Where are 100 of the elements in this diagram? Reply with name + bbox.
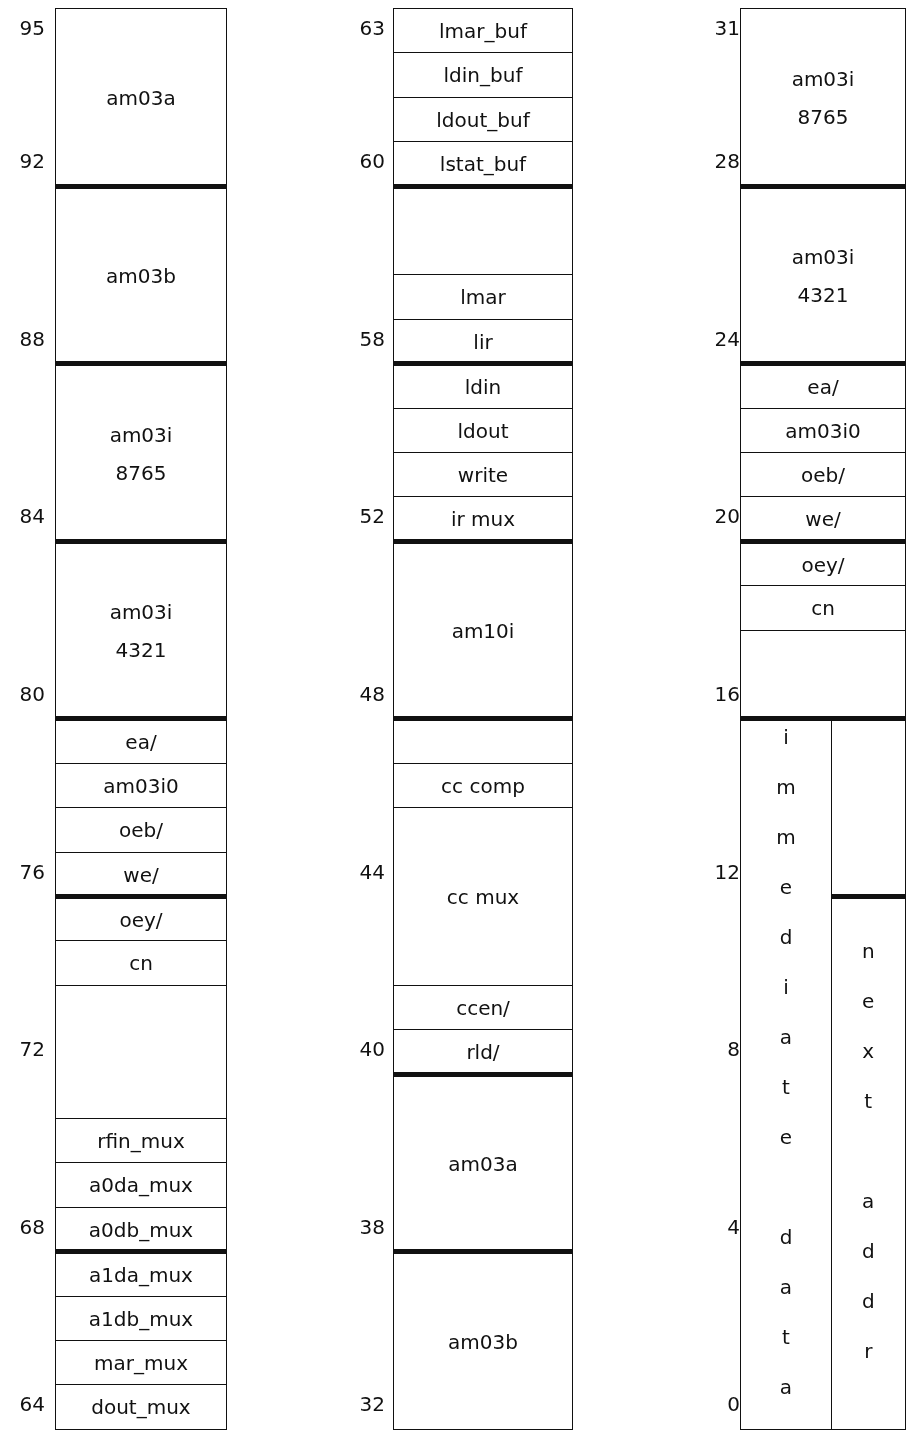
field-box	[393, 762, 573, 809]
bit-number: 68	[18, 1214, 45, 1239]
field-name: 4321	[115, 638, 167, 663]
bit-number: 40	[358, 1037, 385, 1062]
field-name: oey/	[119, 907, 163, 932]
bit-number: 31	[713, 16, 740, 40]
field-name: am03a	[448, 1152, 518, 1177]
field-name: write	[457, 462, 509, 487]
field-name: 8765	[115, 460, 167, 485]
bit-number: 63	[358, 16, 385, 40]
bit-number: 52	[358, 504, 385, 529]
field-name: a0da_mux	[89, 1173, 193, 1198]
field-name: rld/	[466, 1040, 500, 1065]
field-box	[55, 807, 227, 854]
field-name: am03b	[448, 1329, 518, 1354]
bit-number: 58	[358, 326, 385, 351]
field-box	[393, 8, 573, 54]
bit-number: 12	[713, 859, 740, 884]
bit-number: 28	[713, 149, 740, 174]
field-name: cn	[811, 596, 835, 621]
field-name: am03i0	[785, 418, 861, 443]
field-box	[393, 274, 573, 321]
field-name: am10i	[451, 619, 515, 644]
field-name: a0db_mux	[88, 1217, 194, 1242]
field-box	[740, 716, 832, 1431]
field-name: oey/	[801, 552, 845, 577]
bit-number: 0	[726, 1392, 740, 1417]
field-name: immediate data	[774, 725, 798, 1426]
field-box	[393, 807, 573, 987]
field-box	[55, 1295, 227, 1342]
field-name: cc comp	[441, 773, 525, 798]
field-name: ccen/	[456, 995, 510, 1020]
field-name: we/	[123, 862, 159, 887]
bit-number: 20	[713, 504, 740, 529]
field-name: a1db_mux	[88, 1306, 194, 1331]
empty-field-box	[55, 984, 227, 1120]
bit-number: 44	[358, 859, 385, 884]
field-name: we/	[805, 507, 841, 532]
field-box	[830, 894, 906, 1431]
bit-number: 24	[713, 326, 740, 351]
field-box	[55, 1162, 227, 1209]
field-name: ea/	[807, 375, 839, 400]
field-box	[55, 940, 227, 987]
field-name: oeb/	[119, 818, 163, 843]
field-name: am03i	[791, 66, 855, 91]
field-box	[393, 407, 573, 454]
bit-number: 95	[18, 16, 45, 40]
field-box	[393, 984, 573, 1031]
field-name: cn	[129, 951, 153, 976]
bit-number: 60	[358, 149, 385, 174]
field-box	[393, 452, 573, 498]
bit-number: 84	[18, 504, 45, 529]
field-box	[740, 361, 906, 410]
bit-number: 8	[726, 1037, 740, 1062]
field-name: next addr	[856, 939, 881, 1390]
field-box	[55, 1340, 227, 1386]
field-box	[393, 52, 573, 99]
field-name: ea/	[125, 730, 157, 755]
field-name: am03i	[791, 245, 855, 270]
field-name: cc mux	[446, 884, 520, 909]
field-name: am03i0	[103, 773, 179, 798]
field-name: dout_mux	[91, 1395, 191, 1420]
field-name: am03i	[109, 600, 173, 625]
field-name: lmar_buf	[439, 18, 527, 43]
bit-number: 16	[713, 682, 740, 706]
field-name: lir	[473, 329, 493, 354]
field-name: ldin	[464, 375, 502, 400]
bit-number: 4	[726, 1214, 740, 1239]
field-name: am03b	[106, 264, 176, 289]
bit-number: 64	[18, 1392, 45, 1417]
field-box	[740, 452, 906, 498]
field-box	[740, 407, 906, 454]
bit-number: 32	[358, 1392, 385, 1417]
field-box	[55, 716, 227, 765]
bit-number: 92	[18, 149, 45, 174]
empty-field-box	[393, 183, 573, 276]
field-box	[740, 538, 906, 587]
field-box	[55, 894, 227, 942]
field-box	[55, 1118, 227, 1164]
bit-number: 38	[358, 1214, 385, 1239]
field-name: am03a	[106, 85, 176, 110]
field-box	[393, 361, 573, 410]
bit-number: 76	[18, 859, 45, 884]
empty-field-box	[393, 716, 573, 765]
bit-number: 72	[18, 1037, 45, 1062]
bit-number: 80	[18, 682, 45, 706]
field-name: lmar	[460, 285, 506, 310]
bit-number: 48	[358, 682, 385, 706]
field-box	[55, 762, 227, 809]
field-name: a1da_mux	[89, 1263, 193, 1288]
field-name: 4321	[797, 283, 849, 308]
bit-number: 88	[18, 326, 45, 351]
field-name: rfin_mux	[97, 1128, 185, 1153]
field-name: ldin_buf	[443, 63, 523, 88]
field-name: am03i	[109, 422, 173, 447]
field-name: 8765	[797, 104, 849, 129]
field-box	[393, 1249, 573, 1431]
field-box	[55, 1384, 227, 1431]
field-name: ir mux	[450, 507, 516, 532]
field-name: mar_mux	[94, 1350, 188, 1375]
